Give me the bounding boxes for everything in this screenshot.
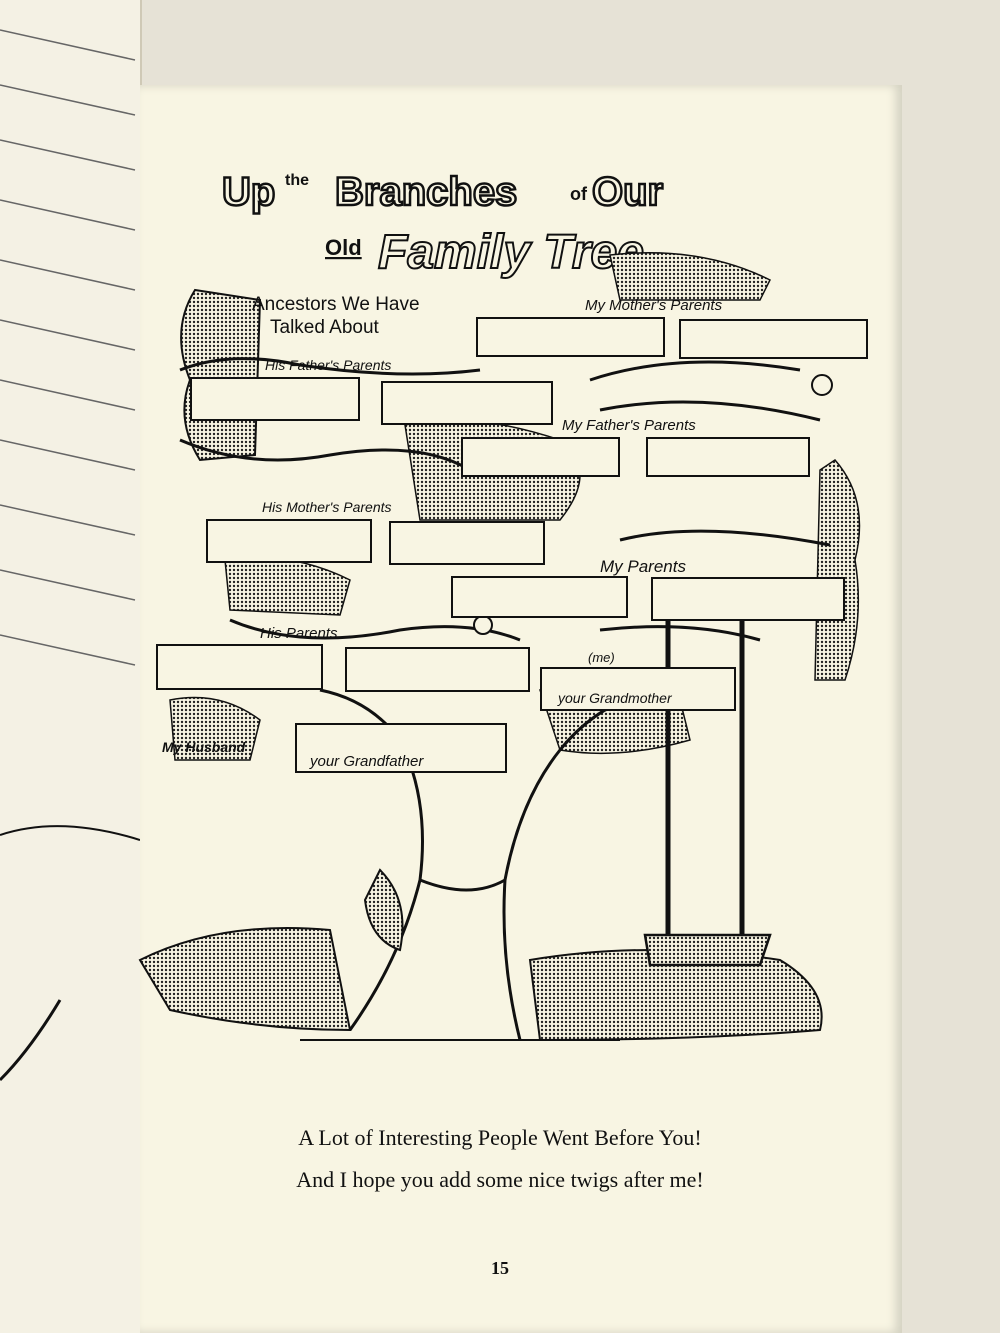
label-my-husband: My Husband — [162, 739, 246, 755]
label-your-grandmother: your Grandmother — [557, 690, 673, 706]
label-his-parents: His Parents — [260, 625, 338, 642]
tree-trunk — [179, 357, 831, 1041]
left-page — [0, 0, 142, 1333]
ancestors-caption: Ancestors We Have Talked About — [252, 294, 420, 338]
left-page-lines — [0, 29, 140, 1082]
ancestors-caption-line1: Ancestors We Have — [252, 294, 420, 315]
box-my-parent-1[interactable] — [451, 576, 628, 618]
label-his-fathers-parents: His Father's Parents — [265, 357, 391, 373]
box-grandmother[interactable] — [540, 667, 736, 711]
box-my-fathers-parent-2[interactable] — [646, 437, 810, 477]
footer-line-2: And I hope you add some nice twigs after… — [296, 1167, 704, 1192]
footer-line-1: A Lot of Interesting People Went Before … — [298, 1125, 702, 1150]
label-me: (me) — [588, 650, 615, 665]
box-his-parent-1[interactable] — [156, 644, 323, 690]
box-his-mothers-parent-2[interactable] — [389, 521, 545, 565]
name-boxes — [156, 317, 868, 773]
label-your-grandfather: your Grandfather — [309, 753, 424, 770]
tree-foliage — [169, 252, 861, 761]
box-his-fathers-parent-1[interactable] — [190, 377, 360, 421]
title-our: Our — [592, 170, 663, 214]
ground — [138, 868, 823, 1042]
title-family-tree: Family Tree — [378, 226, 644, 279]
title-old: Old — [325, 235, 362, 260]
page-number: 15 — [491, 1258, 509, 1278]
title-branches: Branches — [335, 170, 517, 214]
box-his-mothers-parent-1[interactable] — [206, 519, 372, 563]
title-the: the — [285, 172, 309, 189]
bird-icon — [473, 374, 833, 635]
box-my-parent-2[interactable] — [651, 577, 845, 621]
box-his-fathers-parent-2[interactable] — [381, 381, 553, 425]
label-my-fathers-parents: My Father's Parents — [562, 417, 696, 434]
box-grandfather[interactable] — [295, 723, 507, 773]
label-his-mothers-parents: His Mother's Parents — [262, 499, 392, 515]
label-my-parents: My Parents — [600, 557, 686, 576]
workbook-page — [140, 85, 902, 1333]
title-up: Up — [222, 170, 275, 214]
box-my-fathers-parent-1[interactable] — [461, 437, 620, 477]
box-his-parent-2[interactable] — [345, 647, 530, 692]
box-mothers-parent-2[interactable] — [679, 319, 868, 359]
label-my-mothers-parents: My Mother's Parents — [585, 297, 723, 314]
page-title: Up the Branches of Our Old Family Tree — [221, 169, 665, 280]
box-mothers-parent-1[interactable] — [476, 317, 665, 357]
title-of: of — [570, 184, 588, 204]
ancestors-caption-line2: Talked About — [270, 317, 380, 338]
